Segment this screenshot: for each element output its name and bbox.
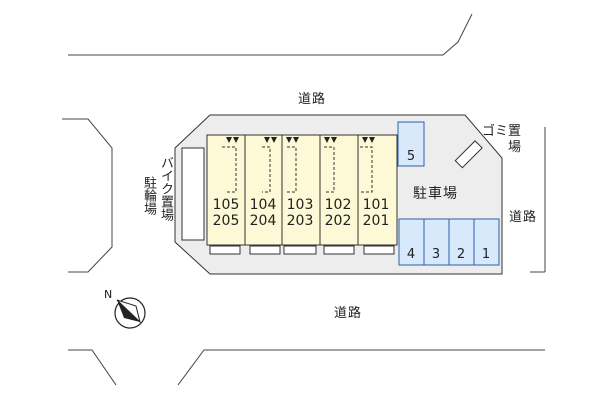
unit-number-lower: 204 [249,213,277,229]
unit-number-lower: 203 [286,213,314,229]
parking-stall-2 [448,218,475,266]
unit-label: 101 201 [358,197,394,229]
parking-stall-1 [473,218,500,266]
entry-markers [226,137,375,143]
unit-number-lower: 201 [362,213,390,229]
bike-parking-strip [181,147,205,241]
road-edge-west [62,118,113,273]
parking-stall-5 [397,121,425,167]
parking-stall-4 [398,218,425,266]
parking-stalls [397,121,500,266]
road-label-north: 道路 [298,92,327,107]
unit-number-lower: 205 [212,213,240,229]
unit-number-upper: 101 [362,197,390,213]
unit-number-upper: 103 [286,197,314,213]
parking-stall-number: 1 [481,247,491,262]
balconies [209,245,395,255]
parking-stall-number: 2 [456,247,466,262]
unit-number-upper: 105 [212,197,240,213]
north-compass-icon: N [104,288,146,329]
unit-label: 104 204 [245,197,281,229]
road-edge-north [68,13,473,56]
road-label-east: 道路 [509,210,538,225]
building [206,134,398,246]
parking-stall-number: 4 [406,247,416,262]
road-label-south: 道路 [334,306,363,321]
unit-dividers [244,135,359,245]
garbage-area [454,140,483,169]
parking-stall-number: 5 [406,149,416,164]
garbage-label: ゴミ置場 [481,124,521,155]
road-edge-south-right [177,349,545,386]
bicycle-parking-label: 駐輪場 [141,176,156,215]
parking-label: 駐車場 [413,186,458,202]
unit-number-upper: 102 [324,197,352,213]
unit-number-lower: 202 [324,213,352,229]
road-edge-south-left [68,349,117,386]
svg-text:N: N [104,288,112,301]
unit-label: 103 203 [282,197,318,229]
stair-dashes [222,146,373,193]
parking-stall-number: 3 [431,247,441,262]
unit-label: 105 205 [208,197,244,229]
unit-number-upper: 104 [249,197,277,213]
unit-label: 102 202 [320,197,356,229]
bike-parking-label: バイク置場 [158,156,173,221]
